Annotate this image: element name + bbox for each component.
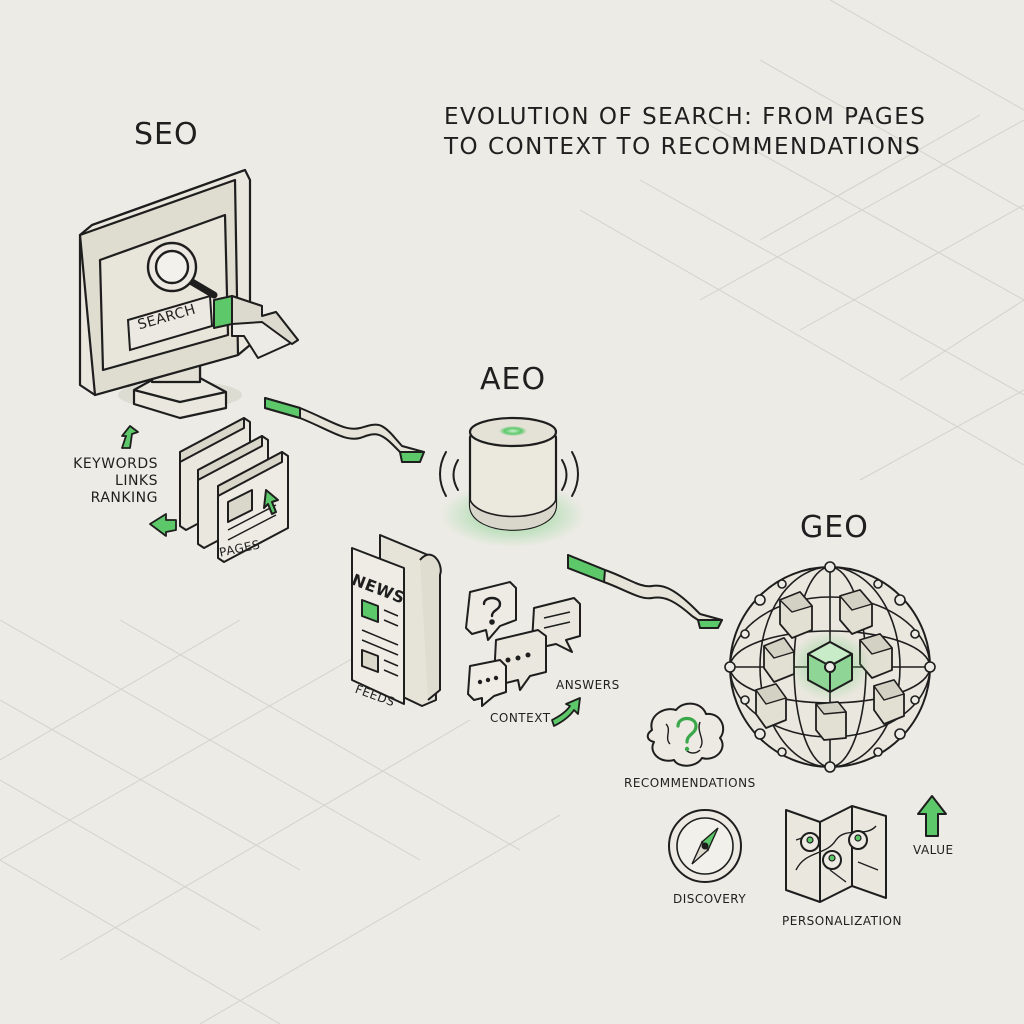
main-title-line-2: TO CONTEXT TO RECOMMENDATIONS <box>444 134 922 160</box>
news-feed-icon <box>351 534 442 707</box>
compass-icon <box>668 809 742 883</box>
personalization-map-icon <box>785 805 887 903</box>
geo-core-cube-icon <box>790 632 870 700</box>
recommendations-label: RECOMMENDATIONS <box>624 776 756 790</box>
seo-factor-links: LINKS <box>115 473 158 489</box>
geo-title: GEO <box>800 510 869 545</box>
seo-factor-ranking: RANKING <box>90 490 158 506</box>
value-label: VALUE <box>913 843 954 857</box>
discovery-label: DISCOVERY <box>673 892 747 906</box>
seo-factor-keywords: KEYWORDS <box>73 456 158 472</box>
aeo-title: AEO <box>480 362 547 397</box>
personalization-label: PERSONALIZATION <box>782 914 902 928</box>
search-cursor-arrow <box>213 295 299 359</box>
main-title-line-1: EVOLUTION OF SEARCH: FROM PAGES <box>444 104 927 130</box>
web-pages-icon <box>179 417 289 563</box>
value-arrow-icon <box>917 795 947 837</box>
aeo-to-geo-arrow <box>567 554 723 629</box>
question-mark-icon <box>482 596 502 625</box>
answers-arrow-icon <box>551 697 581 727</box>
answers-label: ANSWERS <box>556 678 620 692</box>
keyword-cycle-arrows-icon <box>121 425 177 537</box>
search-box-icon <box>126 294 214 352</box>
smart-speaker-icon <box>441 416 585 547</box>
context-label: CONTEXT <box>490 711 551 725</box>
sound-waves-icon <box>439 451 579 497</box>
seo-monitor-icon <box>78 168 252 420</box>
seo-to-aeo-arrow <box>264 397 425 463</box>
seo-title: SEO <box>134 117 199 152</box>
brain-question-icon <box>646 702 725 767</box>
chat-bubbles-icon <box>465 581 581 707</box>
magnifier-icon <box>146 241 218 299</box>
